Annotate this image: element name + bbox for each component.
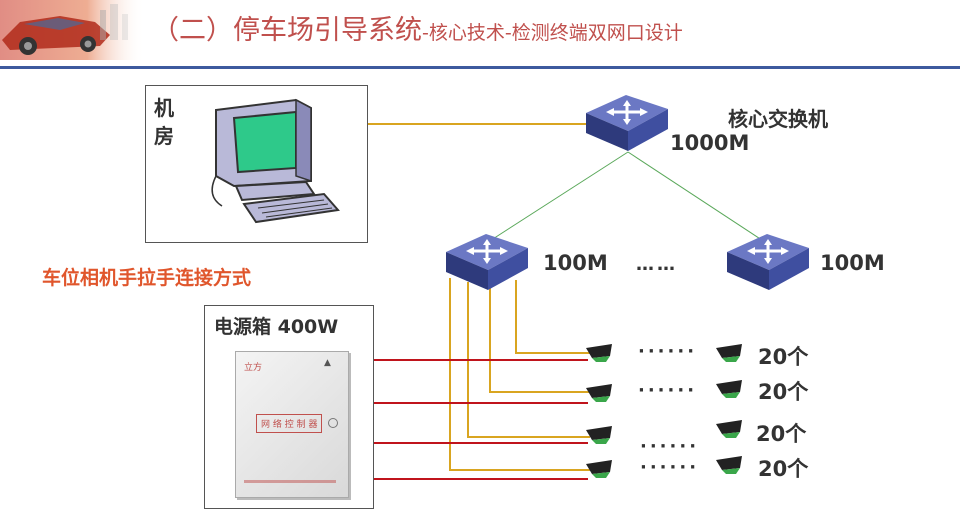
- computer-icon: [211, 98, 340, 224]
- wire-core-access-right: [627, 151, 769, 245]
- core-switch-icon: [586, 95, 668, 151]
- car-logo: [0, 0, 145, 60]
- power-cabinet-image: 立方 ▲ 网 络 控 制 器: [235, 351, 349, 498]
- car-logo-graphic: [0, 0, 145, 60]
- camera-icon-row1-left: [586, 344, 612, 362]
- power-box-label: 电源箱 400W: [214, 316, 339, 338]
- data-wire-1: [515, 280, 590, 354]
- wire-core-access-left: [484, 151, 629, 245]
- camera-row-3-count: 20个: [756, 422, 807, 446]
- cabinet-warning-icon: ▲: [324, 358, 331, 368]
- camera-icon-row1-right: [716, 344, 742, 362]
- title-sub-tech: -核心技术-: [422, 22, 512, 44]
- camera-row-1-dots: ······: [638, 341, 698, 362]
- data-wire-4: [449, 278, 590, 471]
- camera-icon-row3-right: [716, 420, 742, 438]
- access-switch-ellipsis: ……: [636, 254, 678, 275]
- header-rule: [0, 66, 960, 69]
- machine-room-label-2: 房: [154, 124, 174, 148]
- data-wire-2: [489, 282, 590, 393]
- access-switch-right-speed: 100M: [820, 251, 885, 275]
- title-main-text: （二）停车场引导系统: [152, 15, 422, 46]
- camera-row-2-dots: ······: [638, 380, 698, 401]
- cabinet-lock-icon: [328, 418, 338, 428]
- access-switch-left-icon: [446, 234, 528, 290]
- camera-icon-row2-right: [716, 380, 742, 398]
- camera-row-2-count: 20个: [758, 380, 809, 404]
- page-title: （二）停车场引导系统-核心技术-检测终端双网口设计: [152, 8, 683, 47]
- cabinet-brand: 立方: [244, 363, 263, 373]
- camera-icon-row2-left: [586, 384, 612, 402]
- title-sub-design: 检测终端双网口设计: [511, 22, 683, 44]
- camera-icon-row4-right: [716, 456, 742, 474]
- core-switch-label: 核心交换机: [728, 107, 828, 131]
- machine-room-label-1: 机: [154, 96, 174, 120]
- cabinet-panel-label: 网 络 控 制 器: [256, 414, 323, 433]
- machine-room-box: 机 房: [145, 85, 368, 243]
- camera-row-1-count: 20个: [758, 345, 809, 369]
- cabinet-footer-strip: [244, 480, 336, 483]
- camera-icon-row3-left: [586, 426, 612, 444]
- core-switch-speed: 1000M: [670, 131, 750, 155]
- camera-row-3-dots: ······: [640, 436, 700, 457]
- camera-row-4-dots: ······: [640, 457, 700, 478]
- access-switch-left-speed: 100M: [543, 251, 608, 275]
- camera-icon-row4-left: [586, 460, 612, 478]
- camera-row-4-count: 20个: [758, 457, 809, 481]
- camera-connection-note: 车位相机手拉手连接方式: [42, 267, 252, 289]
- data-wire-3: [467, 282, 590, 438]
- power-box: 电源箱 400W 立方 ▲ 网 络 控 制 器: [204, 305, 374, 509]
- access-switch-right-icon: [727, 234, 809, 290]
